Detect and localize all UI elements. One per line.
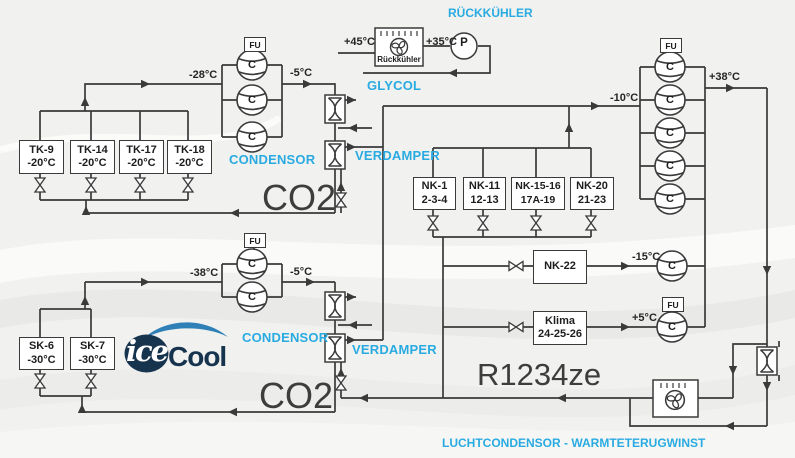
unit-temp: -20°C	[175, 157, 204, 169]
tk-suction-temp: -28°C	[189, 69, 218, 81]
pipework	[39, 27, 780, 427]
compressor-label: C	[248, 94, 256, 106]
rueckkuehler-title: RÜCKKÜHLER	[448, 6, 533, 20]
logo-swoosh	[142, 322, 228, 340]
luchtcondensor-label: LUCHTCONDENSOR - WARMTETERUGWINST	[442, 436, 706, 450]
logo-ice-text: ice	[126, 334, 169, 368]
unit-name: NK-15-16	[515, 180, 561, 192]
r1234ze-label: R1234ze	[477, 357, 602, 392]
fu-drive-rack3: FU	[244, 233, 266, 248]
compressor-label: C	[666, 61, 674, 73]
unit-name: NK-22	[544, 260, 576, 273]
compressor-label: C	[248, 291, 256, 303]
co2-bottom-label: CO2	[259, 375, 334, 416]
glycol-hot-temp: +45°C	[344, 36, 376, 48]
unit-name: TK-18	[174, 143, 205, 156]
klima-unit: Klima 24-25-26	[533, 311, 587, 345]
nk22-suction-temp: -15°C	[632, 251, 661, 263]
nk-20-unit: NK-20 21-23	[570, 177, 614, 210]
unit-ids: 21-23	[577, 193, 607, 206]
tk-discharge-temp: -5°C	[290, 67, 313, 79]
nk-11-unit: NK-11 12-13	[463, 177, 506, 210]
unit-name: NK-11	[468, 180, 501, 192]
r1234ze-suction-temp: -10°C	[610, 92, 639, 104]
tk-9-unit: TK-9 -20°C	[19, 140, 64, 174]
verdamper-bottom-label: VERDAMPER	[352, 342, 437, 357]
compressor-label: C	[248, 59, 256, 71]
compressor-label: C	[666, 193, 674, 205]
rueckkuehler-box-label: Rückkühler	[377, 55, 421, 64]
icecool-logo-graphic	[124, 322, 228, 373]
sk-7-unit: SK-7 -30°C	[70, 337, 115, 370]
co2-top-label: CO2	[262, 177, 337, 218]
tk-18-unit: TK-18 -20°C	[167, 140, 212, 174]
unit-name: NK-20	[576, 180, 608, 192]
logo-circle	[124, 334, 169, 373]
compressor-label: C	[666, 127, 674, 139]
unit-ids: 17A-19	[520, 193, 556, 206]
unit-ids: 12-13	[470, 193, 499, 206]
unit-temp: -30°C	[78, 353, 107, 366]
klima-suction-temp: +5°C	[632, 312, 657, 324]
r1234ze-discharge-temp: +38°C	[709, 71, 741, 83]
unit-name: TK-14	[77, 143, 108, 156]
unit-name: SK-7	[79, 340, 106, 352]
verdamper-top-label: VERDAMPER	[355, 148, 440, 163]
pump-label: P	[460, 37, 468, 49]
sk-discharge-temp: -5°C	[290, 266, 313, 278]
nk-22-unit: NK-22	[533, 250, 587, 284]
unit-temp: -20°C	[78, 157, 107, 169]
unit-name: NK-1	[421, 180, 448, 192]
unit-name: SK-6	[28, 340, 55, 352]
unit-name: Klima	[545, 314, 575, 327]
unit-ids: 24-25-26	[537, 328, 583, 340]
unit-temp: -20°C	[127, 157, 156, 169]
tk-14-unit: TK-14 -20°C	[70, 140, 115, 174]
condensor-bottom-label: CONDENSOR	[242, 330, 329, 345]
fu-drive-rack2: FU	[660, 38, 682, 53]
fu-drive-klima: FU	[662, 297, 684, 312]
sk-suction-temp: -38°C	[190, 267, 219, 279]
glycol-label: GLYCOL	[367, 78, 422, 93]
compressor-label: C	[668, 260, 676, 272]
condensor-top-label: CONDENSOR	[229, 152, 316, 167]
unit-name: TK-9	[29, 143, 54, 156]
compressor-label: C	[666, 94, 674, 106]
unit-temp: -20°C	[27, 157, 56, 169]
compressor-label: C	[668, 321, 676, 333]
logo-cool-text: Cool	[168, 341, 227, 372]
fu-drive-rack1: FU	[244, 37, 266, 52]
icecool-logo: ice Cool	[115, 310, 247, 382]
compressor-label: C	[248, 258, 256, 270]
nk-1-unit: NK-1 2-3-4	[413, 177, 456, 210]
unit-temp: -30°C	[27, 353, 56, 366]
compressor-label: C	[666, 160, 674, 172]
unit-name: TK-17	[126, 143, 157, 156]
nk-15-16-unit: NK-15-16 17A-19	[511, 177, 565, 210]
tk-17-unit: TK-17 -20°C	[119, 140, 164, 174]
compressor-label: C	[248, 131, 256, 143]
glycol-cold-temp: +35°C	[426, 36, 458, 48]
unit-ids: 2-3-4	[421, 193, 448, 206]
sk-6-unit: SK-6 -30°C	[19, 337, 64, 370]
